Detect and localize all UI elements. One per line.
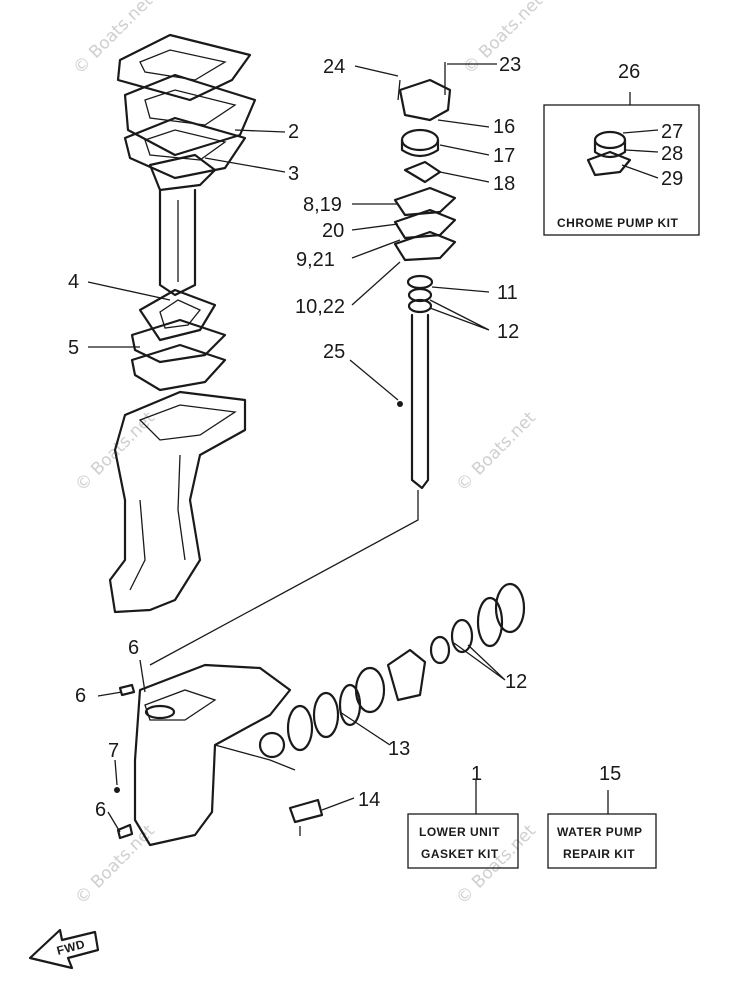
water-pump-repair-kit-box: WATER PUMP REPAIR KIT xyxy=(547,813,657,869)
drive-shaft xyxy=(410,313,430,490)
seal-ring-2 xyxy=(312,691,340,739)
callout-15: 15 xyxy=(599,763,621,785)
callout-1: 1 xyxy=(471,763,482,785)
seal-ring-1 xyxy=(286,704,314,752)
exhaust-gasket-3 xyxy=(148,153,217,192)
callout-12-upper: 12 xyxy=(497,321,519,343)
pump-housing xyxy=(398,78,452,122)
callout-16: 16 xyxy=(493,116,515,138)
upper-gasket-stack xyxy=(116,33,257,297)
bearing-13 xyxy=(258,731,286,759)
cap-ring-2 xyxy=(494,582,526,634)
callout-29: 29 xyxy=(661,168,683,190)
callout-6-bottom: 6 xyxy=(95,799,106,821)
callout-11: 11 xyxy=(497,282,518,304)
lower-unit-kit-line1: LOWER UNIT xyxy=(419,825,500,839)
callout-20: 20 xyxy=(322,220,344,242)
exhaust-gasket-2 xyxy=(123,116,247,180)
seal-12-lower-b xyxy=(450,618,474,654)
chrome-pump-cup xyxy=(593,130,627,150)
chrome-pump-kit-label: CHROME PUMP KIT xyxy=(557,216,678,230)
oil-seal-12b xyxy=(407,298,433,314)
fwd-arrow-icon xyxy=(28,928,100,970)
mid-gasket-stack xyxy=(130,288,227,392)
callout-14: 14 xyxy=(358,789,380,811)
plug-6-lower xyxy=(116,823,134,840)
callout-12-lower: 12 xyxy=(505,671,527,693)
reverse-gear xyxy=(386,648,427,702)
watermark: © Boats.net xyxy=(452,408,540,496)
callout-27: 27 xyxy=(661,121,683,143)
callout-23: 23 xyxy=(499,54,521,76)
pump-plate-20 xyxy=(393,208,457,240)
top-plate-gasket xyxy=(116,33,252,102)
seal-11 xyxy=(406,274,434,290)
callout-7: 7 xyxy=(108,740,119,762)
bearing-carrier xyxy=(354,666,386,714)
callouts: 2 3 4 5 24 23 26 16 17 18 8,19 20 9,21 1… xyxy=(68,54,683,821)
callout-4: 4 xyxy=(68,271,79,293)
water-inlet xyxy=(144,704,176,720)
callout-3: 3 xyxy=(288,163,299,185)
callout-28: 28 xyxy=(661,143,683,165)
pump-cup xyxy=(400,128,440,152)
callout-18: 18 xyxy=(493,173,515,195)
callout-9-21: 9,21 xyxy=(296,249,335,271)
fwd-arrow: FWD xyxy=(28,928,100,970)
callout-5: 5 xyxy=(68,337,79,359)
trim-tab-14 xyxy=(288,798,324,824)
exhaust-plate xyxy=(123,73,257,157)
cap-ring-1 xyxy=(476,596,504,648)
grease-plug-6 xyxy=(118,683,136,697)
gasket-5b xyxy=(130,343,227,392)
water-pump-stack xyxy=(149,62,457,666)
callout-25: 25 xyxy=(323,341,345,363)
watermark: © Boats.net xyxy=(69,0,157,79)
callout-6-mid: 6 xyxy=(75,685,86,707)
propshaft-stack xyxy=(258,582,526,836)
seal-12-lower-a xyxy=(429,635,451,665)
watermark: © Boats.net xyxy=(71,821,159,909)
chrome-pump-plate xyxy=(586,150,632,177)
leader-lines xyxy=(87,63,659,833)
water-pump-kit-line2: REPAIR KIT xyxy=(563,847,635,861)
lower-unit-body xyxy=(133,663,292,847)
lower-unit-gasket-kit-box: LOWER UNIT GASKET KIT xyxy=(407,813,519,869)
upper-casing xyxy=(108,390,247,614)
callout-13: 13 xyxy=(388,738,410,760)
pin-25 xyxy=(397,401,403,407)
upper-casing-body xyxy=(108,390,247,614)
gasket-4 xyxy=(138,288,217,342)
impeller xyxy=(403,160,442,184)
callout-26: 26 xyxy=(618,61,640,83)
callout-2: 2 xyxy=(288,121,299,143)
gasket-5a xyxy=(130,318,227,364)
callout-10-22: 10,22 xyxy=(295,296,345,318)
chrome-pump-kit-box: CHROME PUMP KIT xyxy=(543,104,700,236)
water-pump-kit-line1: WATER PUMP xyxy=(557,825,642,839)
lower-unit xyxy=(114,663,296,847)
exhaust-pipe xyxy=(158,188,197,297)
callout-24: 24 xyxy=(323,56,345,78)
callout-17: 17 xyxy=(493,145,515,167)
lower-unit-kit-line2: GASKET KIT xyxy=(421,847,499,861)
callout-6-top: 6 xyxy=(128,637,139,659)
pump-plate-9 xyxy=(393,230,457,262)
pump-plate-8 xyxy=(393,186,457,217)
callout-8-19: 8,19 xyxy=(303,194,342,216)
